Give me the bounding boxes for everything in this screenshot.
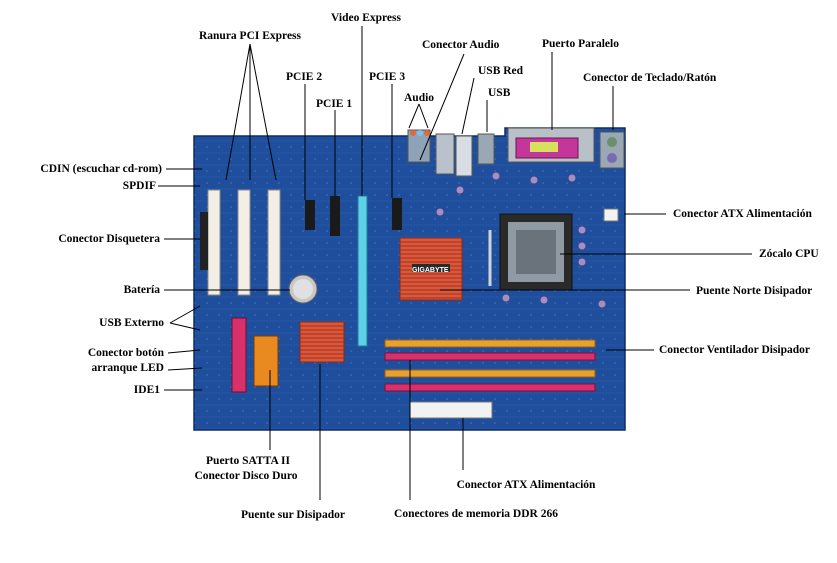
label-boton-2: arranque LED (91, 362, 164, 374)
label-spdif: SPDIF (122, 180, 156, 192)
label-puerto-paralelo: Puerto Paralelo (542, 38, 619, 50)
label-atx-alimentacion-bottom: Conector ATX Alimentación (456, 479, 596, 491)
label-usb: USB (488, 87, 511, 99)
southbridge-heatsink (299, 321, 345, 363)
atx-4pin (603, 208, 619, 222)
ide-connector (231, 317, 247, 393)
pcie-x16-slot (357, 195, 368, 347)
label-ranura-pci-express: Ranura PCI Express (198, 30, 302, 42)
dimm-slots (384, 339, 596, 392)
capacitors (435, 171, 607, 309)
floppy-connector (200, 212, 208, 270)
label-usb-externo: USB Externo (99, 317, 164, 329)
label-atx-alimentacion-top: Conector ATX Alimentación (673, 208, 812, 220)
label-conector-audio: Conector Audio (422, 39, 500, 51)
pcie-x1-slot (330, 196, 340, 236)
label-bateria: Batería (123, 284, 160, 296)
label-disquetera: Conector Disquetera (58, 233, 160, 245)
label-puente-norte: Puente Norte Disipador (696, 285, 813, 297)
label-teclado-raton: Conector de Teclado/Ratón (583, 72, 717, 84)
label-pcie3: PCIE 3 (369, 71, 406, 83)
label-satta-1: Puerto SATTA II (206, 455, 290, 467)
leader-lines (158, 26, 752, 500)
label-ventilador: Conector Ventilador Disipador (659, 344, 811, 356)
label-zocalo-cpu: Zócalo CPU (759, 248, 819, 260)
label-pcie2: PCIE 2 (286, 71, 323, 83)
label-video-express: Video Express (331, 12, 401, 24)
pcie-x1-slot (392, 198, 402, 230)
label-ddr: Conectores de memoria DDR 266 (394, 508, 558, 520)
label-puente-sur: Puente sur Disipador (241, 509, 345, 521)
label-audio: Audio (404, 92, 435, 104)
cpu-socket (488, 213, 573, 291)
label-boton-1: Conector botón (87, 347, 164, 359)
label-cdin: CDIN (escuchar cd-rom) (40, 163, 162, 175)
pci-slots (207, 189, 281, 296)
sata-ports (253, 335, 279, 387)
heatsink-logo: GIGABYTE (412, 267, 449, 274)
label-usb-red: USB Red (478, 65, 524, 77)
rear-io (407, 127, 625, 177)
label-pcie1: PCIE 1 (316, 98, 353, 110)
atx-24pin (409, 401, 493, 419)
pcie-x1-slot (305, 200, 315, 230)
label-satta-2: Conector Disco Duro (194, 470, 298, 482)
label-ide1: IDE1 (133, 384, 160, 396)
